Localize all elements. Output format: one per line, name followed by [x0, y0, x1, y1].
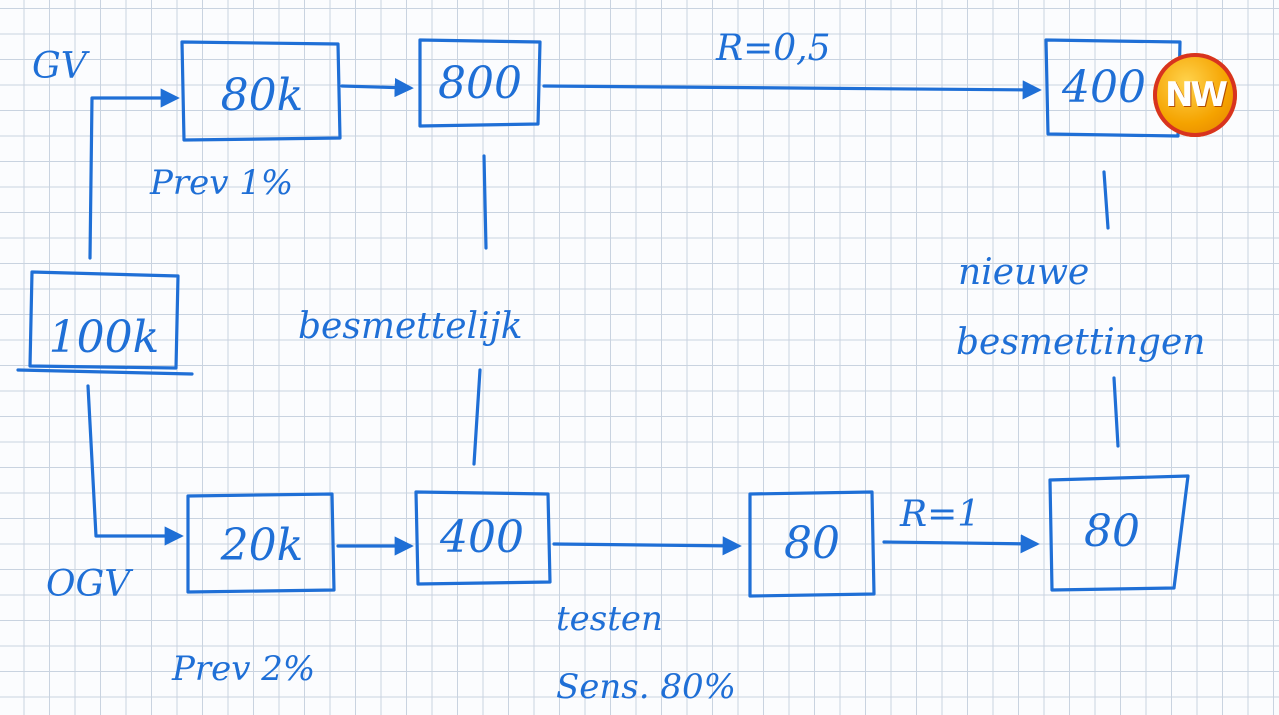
box-start: 100k	[16, 270, 194, 376]
label-prev-bottom: Prev 2%	[171, 649, 315, 689]
nw-logo-text: NW	[1165, 75, 1228, 115]
label-sens: Sens. 80%	[556, 667, 736, 707]
divider-nieuwe-bottom	[1112, 376, 1120, 448]
label-gv: GV	[32, 46, 91, 87]
box-gv-infected-value: 800	[438, 58, 522, 109]
arrow-gv-inf-to-new	[542, 80, 1042, 100]
box-ogv-tested: 80	[748, 490, 876, 598]
label-ogv: OGV	[46, 564, 134, 605]
arrow-ogv-tested-to-new	[882, 534, 1040, 554]
label-testen: testen	[556, 599, 663, 639]
line-start-to-gv	[88, 88, 180, 260]
box-ogv-population-value: 20k	[220, 520, 304, 571]
divider-nieuwe-top	[1102, 170, 1110, 230]
box-ogv-population: 20k	[186, 492, 336, 594]
label-prev-top: Prev 1%	[149, 163, 293, 203]
line-start-to-ogv	[86, 384, 184, 546]
arrow-gv-pop-to-inf	[340, 77, 414, 98]
arrow-ogv-inf-to-tested	[552, 536, 742, 556]
box-gv-new-value: 400	[1061, 62, 1146, 113]
label-r-bottom: R=1	[899, 494, 980, 535]
box-gv-population-value: 80k	[221, 70, 304, 121]
box-gv-population: 80k	[180, 40, 342, 142]
nw-logo: NW	[1153, 53, 1237, 137]
divider-besmettelijk-bottom	[472, 368, 482, 466]
divider-besmettelijk-top	[482, 154, 488, 250]
label-r-top: R=0,5	[715, 28, 831, 69]
box-ogv-new: 80	[1048, 474, 1190, 592]
box-gv-new: 400	[1044, 38, 1182, 138]
label-nieuwe: nieuwe	[958, 252, 1089, 293]
box-ogv-new-value: 80	[1084, 506, 1140, 557]
box-start-value: 100k	[49, 312, 160, 363]
box-gv-infected: 800	[418, 38, 542, 128]
box-ogv-tested-value: 80	[784, 518, 840, 569]
box-ogv-infected: 400	[414, 490, 552, 586]
label-besmettingen: besmettingen	[956, 322, 1205, 363]
label-besmettelijk: besmettelijk	[298, 306, 523, 347]
box-ogv-infected-value: 400	[439, 512, 524, 563]
